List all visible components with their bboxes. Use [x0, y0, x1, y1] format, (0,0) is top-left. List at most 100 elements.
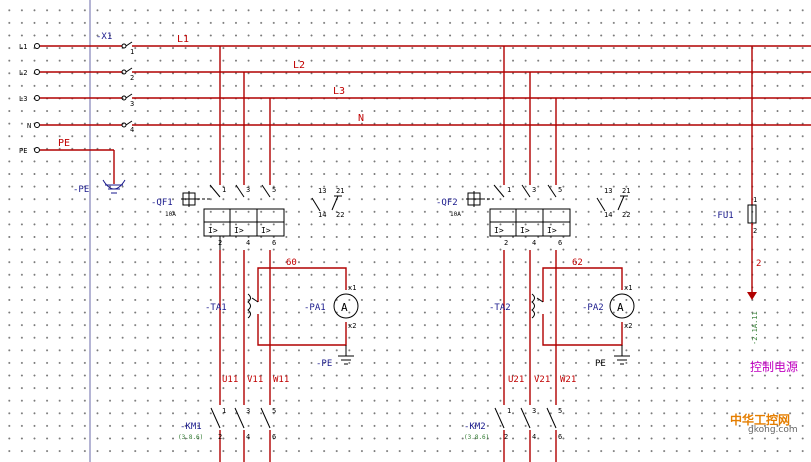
- ta2-label: -TA2: [489, 303, 511, 313]
- ground-icon-pa2: [614, 345, 630, 365]
- qf1-trip-3: I>: [261, 226, 271, 235]
- km1-pin-4: 4: [246, 433, 250, 441]
- km2-pin-1: 1: [507, 407, 511, 415]
- branch2-lower-wires: [503, 250, 623, 462]
- qf2-aux-14: 14: [604, 211, 612, 219]
- km1-pin-1: 1: [222, 407, 226, 415]
- qf2-aux-13: 13: [604, 187, 612, 195]
- km2-pin-3: 3: [532, 407, 536, 415]
- branch1-lower-wires: [219, 250, 347, 462]
- terminal-l2: L2: [19, 69, 27, 77]
- out1-w: W11: [273, 375, 289, 385]
- out2-v: V21: [534, 375, 550, 385]
- qf2-pin-6: 6: [558, 239, 562, 247]
- qf1-aux-21: 21: [336, 187, 344, 195]
- terminal-l1: L1: [19, 43, 27, 51]
- x1-terminal-block: [40, 41, 133, 128]
- qf2-label: -QF2: [436, 198, 458, 208]
- qf1-rating: 10A: [165, 211, 176, 218]
- watermark-logo: 中华工控网: [730, 413, 791, 427]
- km2-label: -KM2: [464, 422, 486, 432]
- km2-pin-4: 4: [532, 433, 536, 441]
- pe-ground-label: -PE: [73, 185, 89, 195]
- km2-pin-6: 6: [558, 433, 562, 441]
- qf1-pin-4: 4: [246, 239, 250, 247]
- out2-u: U21: [508, 375, 524, 385]
- km1-label: -KM1: [180, 422, 202, 432]
- qf1-breaker: [181, 184, 285, 250]
- pa1-x1: x1: [348, 284, 356, 292]
- bus-label-l2: L2: [293, 60, 305, 71]
- qf1-pin-2: 2: [218, 239, 222, 247]
- fu1-pin-2: 2: [753, 227, 757, 235]
- qf1-label: -QF1: [151, 198, 173, 208]
- km2-pin-2: 2: [504, 433, 508, 441]
- km1-pin-5: 5: [272, 407, 276, 415]
- x1-label: -X1: [96, 32, 112, 42]
- ammeter-pa2-icon: [609, 293, 635, 319]
- km2-pin-5: 5: [558, 407, 562, 415]
- qf2-aux-contacts: [596, 195, 628, 212]
- bus-label-l1: L1: [177, 34, 189, 45]
- pa1-meter-symbol: A: [341, 301, 348, 314]
- x1-pin-2: 2: [130, 74, 134, 82]
- qf1-aux-13: 13: [318, 187, 326, 195]
- qf2-pin-3: 3: [532, 186, 536, 194]
- fu1-label: -FU1: [712, 211, 734, 221]
- ta2-current-transformer: [531, 293, 544, 319]
- terminal-pe: PE: [19, 147, 27, 155]
- qf1-aux-14: 14: [318, 211, 326, 219]
- x1-pin-3: 3: [130, 100, 134, 108]
- terminal-l3: L3: [19, 95, 27, 103]
- qf2-aux-21: 21: [622, 187, 630, 195]
- x1-pin-4: 4: [130, 126, 134, 134]
- fu1-pin-1: 1: [753, 196, 757, 204]
- pe2-label: PE: [595, 359, 606, 369]
- qf2-rating: 10A: [450, 211, 461, 218]
- wire-62: 62: [572, 258, 583, 268]
- out1-u: U11: [222, 375, 238, 385]
- terminal-n: N: [27, 122, 31, 130]
- qf2-aux-22: 22: [622, 211, 630, 219]
- pa2-label: -PA2: [582, 303, 604, 313]
- fu1-fuse: [747, 46, 757, 300]
- qf2-trip-3: I>: [547, 226, 557, 235]
- qf2-trip-1: I>: [494, 226, 504, 235]
- qf1-pin-3: 3: [246, 186, 250, 194]
- qf2-trip-2: I>: [520, 226, 530, 235]
- km1-pin-3: 3: [246, 407, 250, 415]
- out1-v: V11: [247, 375, 263, 385]
- qf2-pin-4: 4: [532, 239, 536, 247]
- terminals: [34, 43, 40, 153]
- pa1-label: -PA1: [304, 303, 326, 313]
- qf1-trip-1: I>: [208, 226, 218, 235]
- fu1-wire-label: 2: [756, 259, 761, 269]
- pe-wire-label: PE: [58, 138, 70, 149]
- pa2-meter-symbol: A: [617, 301, 624, 314]
- pe1-label: -PE: [316, 359, 332, 369]
- control-power-label: 控制电源: [750, 360, 799, 374]
- qf2-breaker: [466, 184, 571, 237]
- out2-w: W21: [560, 375, 576, 385]
- cross-reference: -2.1A.11: [751, 311, 759, 345]
- ground-icon-pa1: [338, 345, 354, 365]
- pa2-x2: x2: [624, 322, 632, 330]
- qf1-trip-2: I>: [234, 226, 244, 235]
- branch1-risers: [219, 46, 271, 185]
- km2-contactor: [494, 407, 557, 429]
- ta1-current-transformer: [247, 293, 259, 319]
- qf2-pin-1: 1: [507, 186, 511, 194]
- km1-pin-2: 2: [218, 433, 222, 441]
- ground-icon: [102, 179, 126, 194]
- x1-pin-1: 1: [130, 48, 134, 56]
- qf1-pin-1: 1: [222, 186, 226, 194]
- pa1-x2: x2: [348, 322, 356, 330]
- qf1-aux-22: 22: [336, 211, 344, 219]
- km2-ref: (3.8.6): [464, 434, 489, 441]
- watermark-site: gkong.com: [748, 425, 798, 435]
- qf1-pin-5: 5: [272, 186, 276, 194]
- bus-label-n: N: [358, 113, 364, 124]
- qf2-pin-2: 2: [504, 239, 508, 247]
